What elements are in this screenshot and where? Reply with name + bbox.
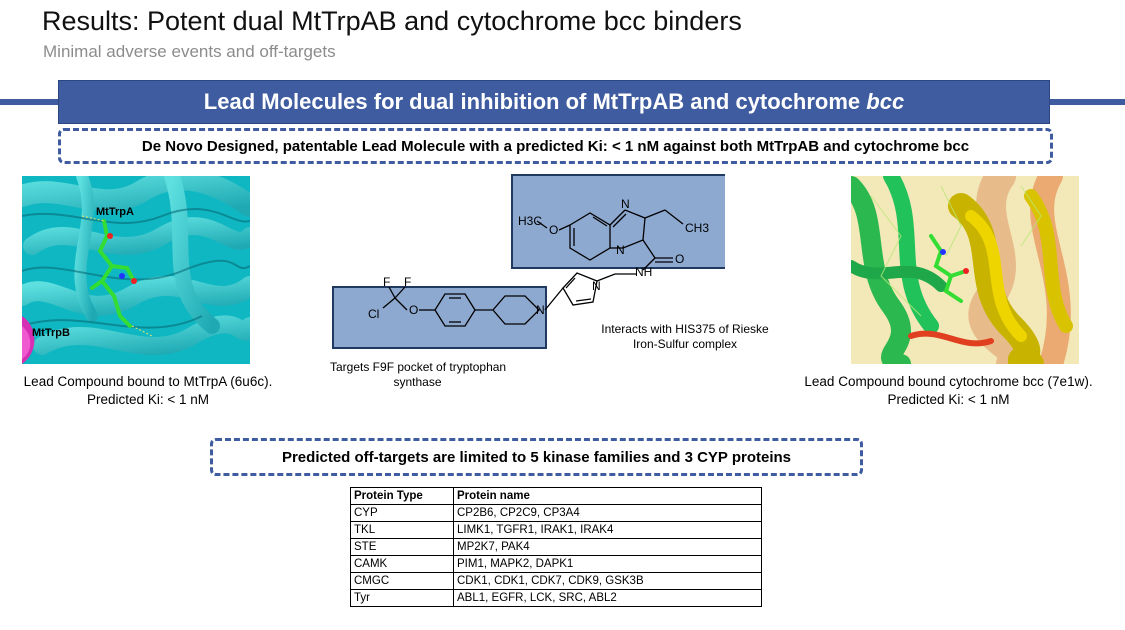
mttrpa-label: MtTrpA — [96, 206, 134, 218]
cell-name: CP2B6, CP2C9, CP3A4 — [453, 504, 762, 522]
left-caption: Lead Compound bound to MtTrpA (6u6c). Pr… — [0, 373, 296, 409]
cell-name: ABL1, EGFR, LCK, SRC, ABL2 — [453, 589, 762, 607]
interacts-label: Interacts with HIS375 of Rieske Iron-Sul… — [580, 322, 790, 352]
header-protein-type: Protein Type — [350, 487, 454, 505]
lead-molecule-structure: H3C O N N CH3 O NH N N F F Cl O — [332, 174, 725, 349]
atom-n-top: N — [621, 197, 630, 211]
lead-statement: De Novo Designed, patentable Lead Molecu… — [141, 137, 970, 155]
atom-o-amide: O — [675, 252, 684, 266]
atom-nh: NH — [635, 265, 652, 279]
cell-type: STE — [350, 538, 454, 556]
cell-name: MP2K7, PAK4 — [453, 538, 762, 556]
atom-o-ether: O — [409, 303, 418, 317]
offtarget-statement-box: Predicted off-targets are limited to 5 k… — [210, 438, 863, 476]
cell-name: CDK1, CDK1, CDK7, CDK9, GSK3B — [453, 572, 762, 590]
cell-name: LIMK1, TGFR1, IRAK1, IRAK4 — [453, 521, 762, 539]
cell-type: CYP — [350, 504, 454, 522]
cell-type: TKL — [350, 521, 454, 539]
right-caption: Lead Compound bound cytochrome bcc (7e1w… — [772, 373, 1125, 409]
right-caption-line2: Predicted Ki: < 1 nM — [887, 392, 1010, 407]
page-subtitle: Minimal adverse events and off-targets — [43, 42, 336, 61]
cell-type: CMGC — [350, 572, 454, 590]
atom-n-pyrrole: N — [592, 279, 601, 293]
cell-name: PIM1, MAPK2, DAPK1 — [453, 555, 762, 573]
right-caption-line1: Lead Compound bound cytochrome bcc (7e1w… — [804, 374, 1093, 389]
cell-type: Tyr — [350, 589, 454, 607]
atom-n-bridge: N — [616, 243, 625, 257]
lead-statement-box: De Novo Designed, patentable Lead Molecu… — [58, 128, 1053, 164]
targets-line1: Targets F9F pocket of tryptophan — [330, 360, 507, 374]
cytochrome-bcc-structure-image — [851, 176, 1079, 364]
header-protein-name: Protein name — [453, 487, 762, 505]
banner-text-italic: bcc — [866, 89, 905, 114]
mttrpb-label: MtTrpB — [32, 327, 70, 339]
table-header-row: Protein Type Protein name — [350, 487, 762, 505]
targets-line2: synthase — [393, 375, 442, 389]
interacts-line1: Interacts with HIS375 of Rieske — [601, 322, 769, 336]
targets-label: Targets F9F pocket of tryptophan synthas… — [330, 360, 507, 390]
mttrpa-structure-image: MtTrpA MtTrpB — [22, 176, 250, 364]
section-banner: Lead Molecules for dual inhibition of Mt… — [58, 80, 1050, 124]
banner-text: Lead Molecules for dual inhibition of Mt… — [203, 89, 867, 114]
left-caption-line1: Lead Compound bound to MtTrpA (6u6c). — [23, 374, 273, 389]
atom-o-methoxy: O — [549, 223, 558, 237]
atom-f1: F — [383, 275, 390, 289]
page-title: Results: Potent dual MtTrpAB and cytochr… — [42, 6, 742, 36]
atom-ch3: CH3 — [685, 221, 709, 235]
offtarget-statement: Predicted off-targets are limited to 5 k… — [281, 448, 792, 466]
left-caption-line2: Predicted Ki: < 1 nM — [87, 392, 209, 407]
atom-n-piperidine: N — [536, 303, 545, 317]
atom-cl: Cl — [368, 307, 379, 321]
cell-type: CAMK — [350, 555, 454, 573]
atom-h3c: H3C — [518, 214, 542, 228]
interacts-line2: Iron-Sulfur complex — [632, 337, 738, 351]
atom-f2: F — [404, 275, 411, 289]
